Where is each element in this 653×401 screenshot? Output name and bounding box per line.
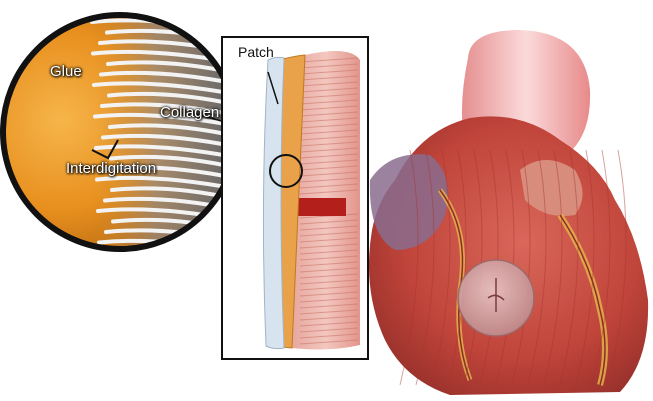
- heart-illustration: [369, 30, 648, 395]
- cross-section-inset: [222, 37, 368, 359]
- patch-layer: [263, 57, 284, 348]
- glue-label: Glue: [50, 63, 82, 80]
- magnified-view: [0, 10, 245, 255]
- patch-label: Patch: [238, 44, 274, 60]
- interdigitation-label: Interdigitation: [66, 160, 156, 177]
- collagen-label: Collagen: [160, 104, 219, 121]
